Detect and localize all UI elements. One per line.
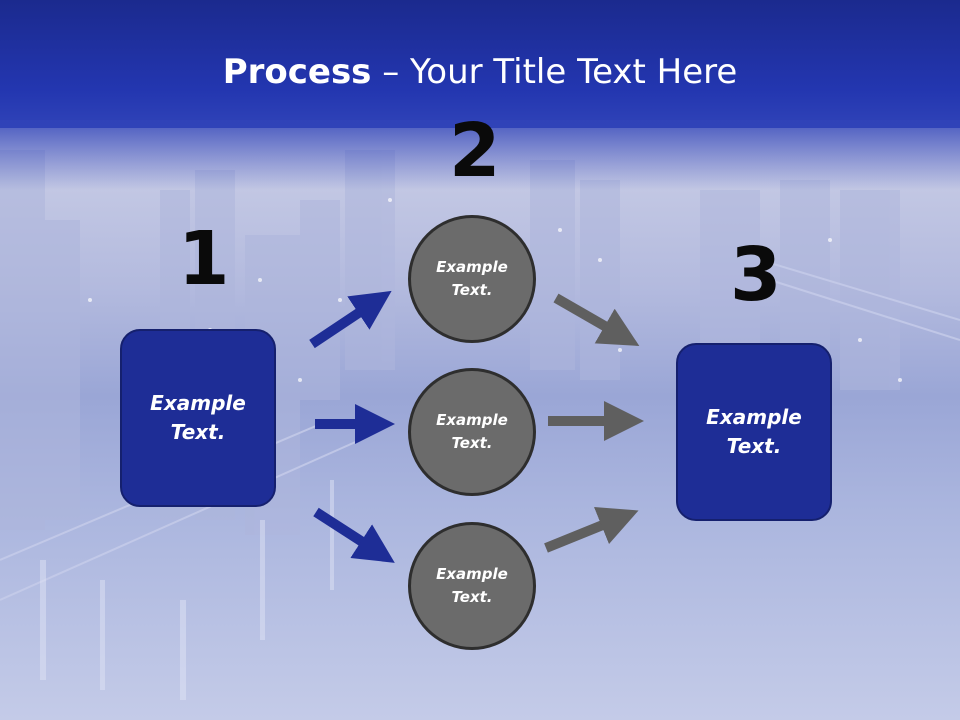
title-bar <box>0 0 960 128</box>
title-rest-part: – Your Title Text Here <box>371 52 738 92</box>
arrow-top-to-right <box>553 293 640 346</box>
circle-top-line-2: Text. <box>451 281 493 299</box>
arrow-bottom-to-right <box>544 506 639 553</box>
step-number-2: 2 <box>449 108 501 194</box>
circle-bottom-line-2: Text. <box>451 588 493 606</box>
step-number-3: 3 <box>730 232 782 318</box>
arrow-left-to-bottom <box>313 507 395 563</box>
slide-title: Process – Your Title Text Here <box>0 52 960 92</box>
circle-bottom-line-1: Example <box>436 565 508 583</box>
right-box-line-1: Example <box>706 405 802 429</box>
step-number-1: 1 <box>178 216 230 302</box>
title-bold-part: Process <box>222 52 372 92</box>
left-box-line-1: Example <box>150 391 246 415</box>
arrow-left-to-top <box>309 290 392 349</box>
circle-middle-line-1: Example <box>436 411 508 429</box>
left-box-line-2: Text. <box>170 420 226 444</box>
title-bar-fade <box>0 120 960 190</box>
circle-top-line-1: Example <box>436 258 508 276</box>
circle-middle-line-2: Text. <box>451 434 493 452</box>
right-box-line-2: Text. <box>726 434 782 458</box>
